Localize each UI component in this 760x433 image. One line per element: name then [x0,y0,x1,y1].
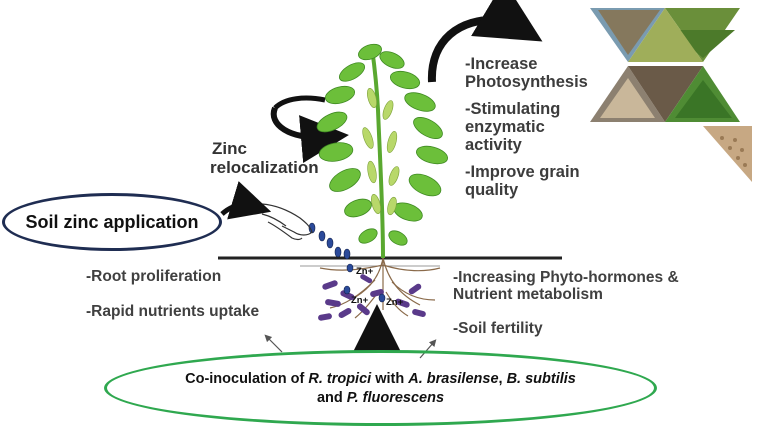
zn-label: Zn+ [386,297,404,308]
rapid-nutrient-uptake: -Rapid nutrients uptake [86,303,260,320]
soil-zinc-application-box: Soil zinc application [2,193,222,251]
soybean-plant [316,43,448,259]
soil-zinc-application-label: Soil zinc application [25,211,199,232]
effect-grain-quality: -Improve grain quality [465,163,580,199]
effect-grain-quality-line1: -Improve grain [465,163,580,181]
plant-to-photos-arrow [427,0,543,83]
hand-icon [261,203,313,241]
effect-photosynthesis-line2: Photosynthesis [465,73,588,91]
species-b-subtilis: B. subtilis [506,371,576,387]
phyto-hormones-line2: Nutrient metabolism [453,286,603,303]
coinoculation-prefix: Co-inoculation of [185,371,309,387]
relocalization-arrow [270,106,349,163]
effect-enzymatic-line2: enzymatic [465,118,545,136]
coinoculation-and: and [316,390,347,406]
zinc-relocalization-label: Zinc relocalization [210,139,319,177]
species-a-brasilense: A. brasilense [408,371,499,387]
zinc-relocalization-line2: relocalization [210,158,319,177]
field-photos [590,8,752,182]
relocalization-arrow-top [273,95,326,110]
coinoculation-with: with [371,371,409,387]
photo-seedling [628,8,703,62]
effect-enzymatic-line1: -Stimulating [465,100,561,118]
zinc-relocalization-line1: Zinc [212,139,247,158]
species-p-fluorescens: P. fluorescens [346,390,445,406]
effect-photosynthesis-line1: -Increase [465,55,538,73]
coinoculation-line2: and P. fluorescens [104,389,657,407]
coinoculation-comma: , [498,371,507,387]
coinoculation-ellipse [104,350,657,426]
zn-label: Zn+ [351,295,369,306]
phyto-hormones-line1: -Increasing Phyto-hormones & [453,269,679,286]
effect-enzymatic-line3: activity [465,136,522,154]
coinoculation-line1: Co-inoculation of R. tropici with A. bra… [104,370,657,388]
root-proliferation: -Root proliferation [86,268,222,285]
photo-roots [628,66,703,122]
effect-enzymatic: -Stimulating enzymatic activity [465,100,560,154]
bacteria [318,274,426,321]
phyto-hormones: -Increasing Phyto-hormones & Nutrient me… [453,269,679,303]
soil-fertility: -Soil fertility [453,320,543,337]
effect-grain-quality-line2: quality [465,181,519,199]
thin-arrow-left [264,334,283,353]
species-r-tropici: R. tropici [308,371,372,387]
photo-seeds [703,126,752,182]
zinc-granules [308,222,386,303]
application-arrow [220,181,272,220]
effect-photosynthesis: -Increase Photosynthesis [465,55,588,91]
roots [319,257,441,319]
zn-label: Zn+ [356,266,374,277]
